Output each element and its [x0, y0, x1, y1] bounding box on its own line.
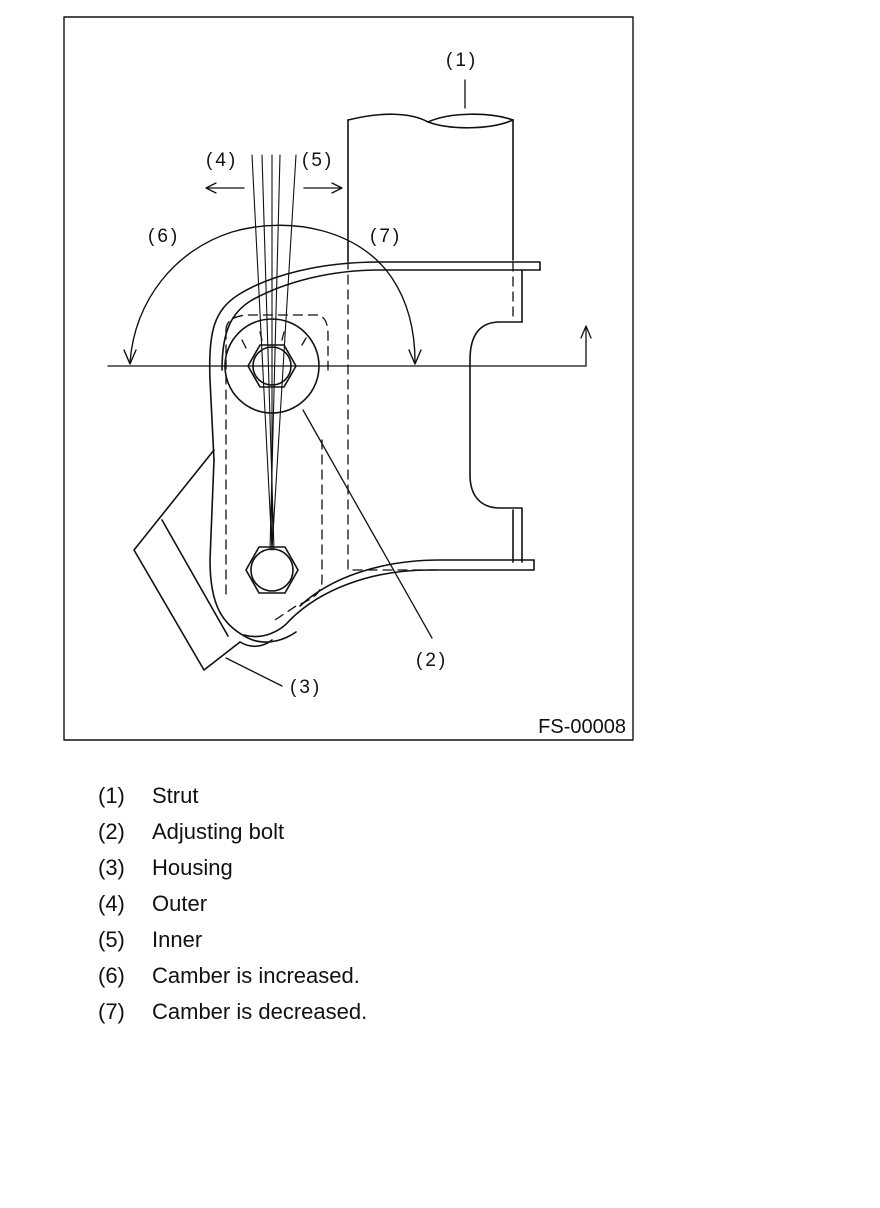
- legend-text: Camber is decreased.: [152, 999, 368, 1024]
- legend-item: (6) Camber is increased.: [98, 958, 698, 994]
- legend-number: (4): [98, 891, 125, 916]
- legend-text: Inner: [152, 927, 203, 952]
- legend-number: (7): [98, 999, 125, 1024]
- leader-lines: [225, 79, 466, 687]
- legend-item: (5) Inner: [98, 922, 698, 958]
- callout-7: (7): [370, 226, 402, 247]
- legend-item: (2) Adjusting bolt: [98, 814, 698, 850]
- callout-4: (4): [206, 150, 238, 171]
- legend-number: (6): [98, 963, 125, 988]
- legend-text: Outer: [152, 891, 208, 916]
- strut: [347, 113, 514, 563]
- camber-arc: [123, 224, 422, 365]
- legend-number: (3): [98, 855, 125, 880]
- strut-bracket: [208, 261, 541, 638]
- legend-item: (3) Housing: [98, 850, 698, 886]
- legend-text: Strut: [152, 783, 199, 808]
- direction-arrows: [205, 182, 343, 194]
- legend-text: Housing: [152, 855, 233, 880]
- horizontal-reference: [107, 325, 592, 367]
- legend-item: (1) Strut: [98, 778, 698, 814]
- legend-number: (1): [98, 783, 125, 808]
- lower-bolt: [245, 546, 299, 594]
- callout-1: (1): [446, 50, 478, 71]
- callout-2: (2): [416, 650, 448, 671]
- legend-text: Adjusting bolt: [152, 819, 285, 844]
- camber-lines: [251, 154, 297, 551]
- camber-adjustment-diagram: (1) (4) (5) (6) (7) (2) (3) FS-00008: [63, 16, 634, 741]
- legend-number: (5): [98, 927, 125, 952]
- legend-text: Camber is increased.: [152, 963, 360, 988]
- callout-6: (6): [148, 226, 180, 247]
- legend-item: (7) Camber is decreased.: [98, 994, 698, 1030]
- figure-code: FS-00008: [538, 716, 626, 738]
- legend-number: (2): [98, 819, 125, 844]
- callout-5: (5): [302, 150, 334, 171]
- legend: (1) Strut (2) Adjusting bolt (3) Housing…: [98, 778, 698, 1030]
- legend-item: (4) Outer: [98, 886, 698, 922]
- callout-3: (3): [290, 677, 322, 698]
- housing: [133, 449, 297, 671]
- figure-frame: [63, 16, 634, 741]
